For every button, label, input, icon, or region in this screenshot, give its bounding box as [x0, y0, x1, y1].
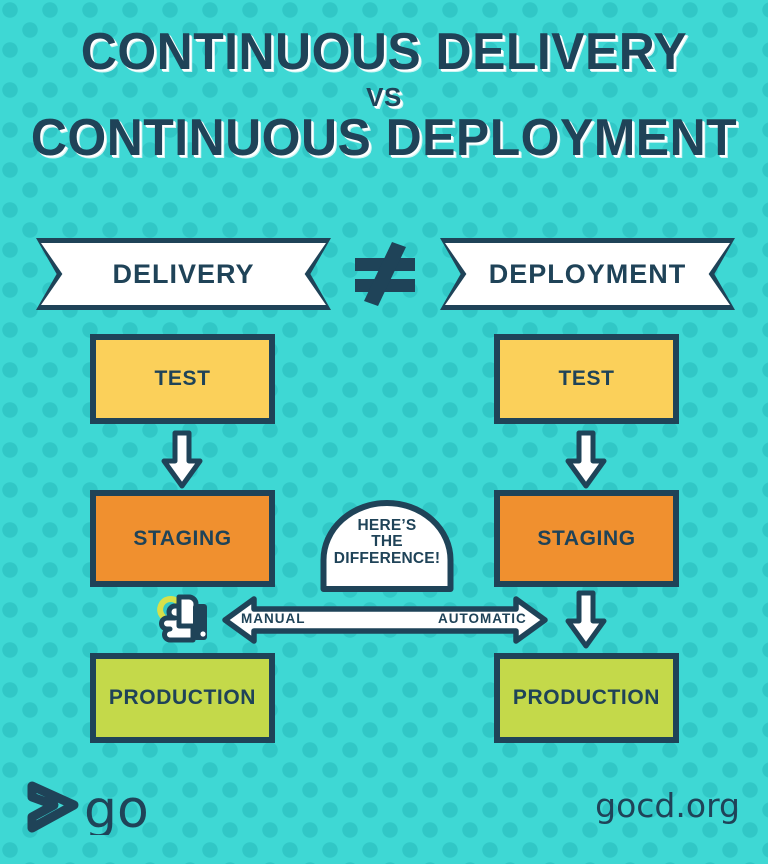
automatic-label: AUTOMATIC [438, 611, 527, 626]
page-title: CONTINUOUS DELIVERY VS CONTINUOUS DEPLOY… [0, 26, 768, 164]
banner-delivery-face: DELIVERY [41, 243, 326, 305]
gocd-logo[interactable]: go [26, 779, 156, 835]
footer-url[interactable]: gocd.org [595, 786, 740, 825]
manual-automatic-double-arrow [222, 596, 548, 644]
pointing-hand-icon [157, 594, 207, 643]
manual-label: MANUAL [241, 611, 306, 626]
stage-label-right-production: PRODUCTION [512, 686, 661, 709]
stage-box-right-staging: STAGING [494, 490, 679, 587]
banner-delivery: DELIVERY [36, 238, 331, 310]
stage-box-right-test: TEST [494, 334, 679, 424]
gocd-logo-text: go [84, 780, 149, 835]
difference-callout-line1: HERE’S [357, 517, 417, 534]
not-equal-icon [355, 242, 415, 306]
title-line-vs: VS [366, 82, 402, 112]
stage-box-left-test: TEST [90, 334, 275, 424]
difference-callout-line3: DIFFERENCE! [333, 549, 441, 567]
title-line-primary: CONTINUOUS DELIVERY [80, 23, 688, 81]
stage-box-left-staging: STAGING [90, 490, 275, 587]
banner-deployment-face: DEPLOYMENT [445, 243, 730, 305]
difference-callout-text: HERE’S THE DIFFERENCE! [320, 517, 454, 567]
difference-callout-line2: THE [371, 533, 403, 551]
arrow-down-icon-left-test-staging [161, 430, 203, 489]
arrow-down-icon-right-staging-production [565, 590, 607, 649]
title-line-secondary: CONTINUOUS DEPLOYMENT [30, 109, 738, 167]
stage-label-left-test: TEST [154, 367, 211, 390]
stage-label-left-staging: STAGING [133, 526, 232, 550]
difference-callout-dome [320, 500, 454, 592]
stage-label-left-production: PRODUCTION [108, 686, 257, 709]
stage-label-right-staging: STAGING [537, 526, 636, 550]
banner-deployment: DEPLOYMENT [440, 238, 735, 310]
banner-delivery-label: DELIVERY [112, 258, 255, 289]
arrow-down-icon-right-test-staging [565, 430, 607, 489]
banner-deployment-label: DEPLOYMENT [488, 258, 687, 289]
stage-box-right-production: PRODUCTION [494, 653, 679, 743]
stage-box-left-production: PRODUCTION [90, 653, 275, 743]
stage-label-right-test: TEST [558, 367, 615, 390]
